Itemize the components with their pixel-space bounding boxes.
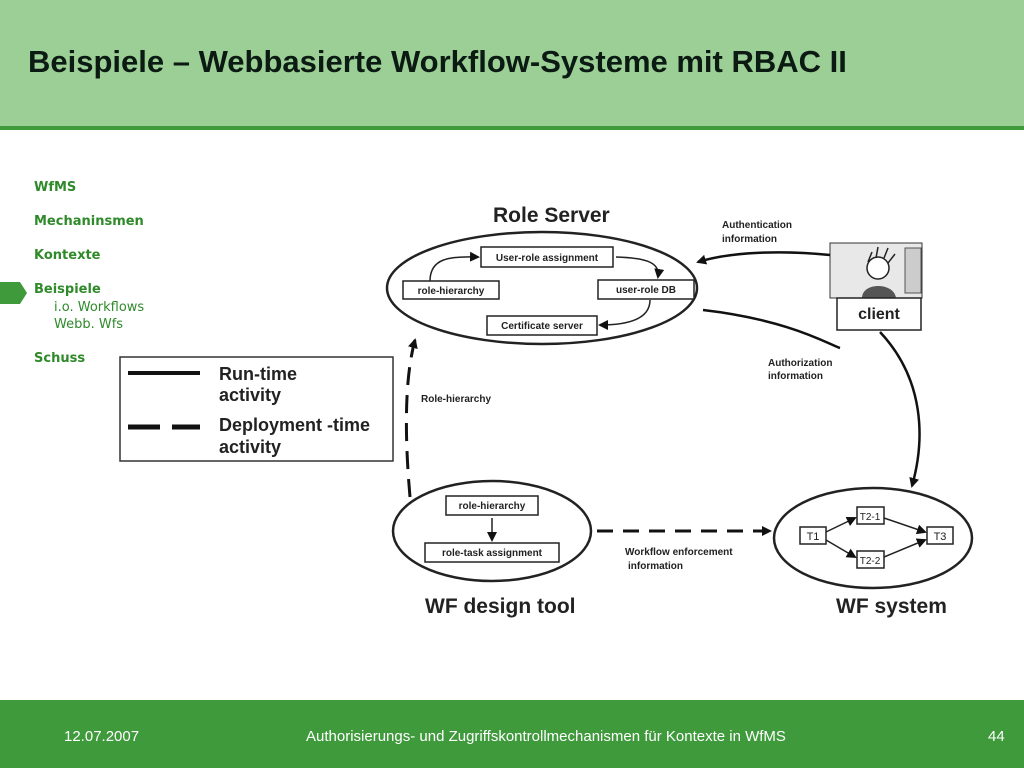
legend-runtime-label-2: activity <box>219 385 281 405</box>
role-hierarchy-box <box>402 280 500 300</box>
authentication-info-label-2: information <box>722 234 777 245</box>
active-section-marker-icon <box>0 282 27 304</box>
nav-item-beispiele[interactable]: Beispiele <box>34 282 101 297</box>
legend-runtime-label-1: Run-time <box>219 364 297 384</box>
arrow-assignment-to-db <box>615 256 665 279</box>
footer-date: 12.07.2007 <box>64 728 140 745</box>
arrow-t2-2-to-t3 <box>883 538 927 558</box>
task-t3-box <box>926 526 954 545</box>
task-t1-box <box>799 526 827 545</box>
authorization-info-label-1: Authorization <box>768 358 832 369</box>
arrow-db-to-certificate <box>598 299 651 330</box>
nav-subitem-webb-wfs[interactable]: Webb. Wfs <box>54 317 124 332</box>
authentication-info-label-1: Authentication <box>722 220 792 231</box>
authorization-info-label-2: information <box>768 371 823 382</box>
legend-deployment-label-2: activity <box>219 437 281 457</box>
user-role-assignment-label: User-role assignment <box>496 253 599 264</box>
wf-system-ellipse <box>772 486 974 590</box>
workflow-enforcement-label-1: Workflow enforcement <box>625 547 733 558</box>
nav-item-kontexte[interactable]: Kontexte <box>34 248 101 263</box>
task-t2-2-box <box>856 550 885 569</box>
role-task-assignment-box <box>424 542 560 563</box>
footer-caption: Authorisierungs- und Zugriffskontrollmec… <box>306 728 786 745</box>
task-t1-label: T1 <box>807 531 820 543</box>
task-t2-1-box <box>856 506 885 525</box>
arrow-hierarchy-to-assignment <box>429 251 480 282</box>
user-role-assignment-box <box>480 246 614 268</box>
wf-design-tool-title: WF design tool <box>425 595 575 618</box>
arrow-role-server-to-authorization <box>702 308 841 350</box>
nav-item-mechanismen[interactable]: Mechaninsmen <box>34 214 144 229</box>
slide-footer: 12.07.2007 Authorisierungs- und Zugriffs… <box>0 700 1024 768</box>
user-role-db-box <box>597 279 695 300</box>
client-label: client <box>858 306 900 323</box>
task-t2-2-label: T2-2 <box>860 556 881 567</box>
arrow-t2-1-to-t3 <box>883 517 927 535</box>
role-server-ellipse <box>385 230 699 346</box>
arrow-t1-to-t2-1 <box>825 516 857 533</box>
slide-title: Beispiele – Webbasierte Workflow-Systeme… <box>28 44 847 79</box>
task-t3-label: T3 <box>934 531 947 543</box>
client-figure <box>829 242 923 331</box>
workflow-enforcement-label-2: information <box>628 561 683 572</box>
nav-item-wfms[interactable]: WfMS <box>34 180 77 195</box>
wf-system-title: WF system <box>836 595 947 618</box>
design-role-hierarchy-label: role-hierarchy <box>459 501 526 512</box>
slide-header: Beispiele – Webbasierte Workflow-Systeme… <box>0 0 1024 130</box>
arrow-client-to-wf-system <box>879 331 921 488</box>
footer-page-number: 44 <box>988 728 1005 745</box>
role-hierarchy-label: role-hierarchy <box>418 286 485 297</box>
arrow-t1-to-t2-2 <box>825 539 857 559</box>
nav-subitem-workflows[interactable]: i.o. Workflows <box>54 300 145 315</box>
arrow-client-to-role-server <box>696 251 831 265</box>
certificate-server-label: Certificate server <box>501 321 583 332</box>
certificate-server-box <box>486 315 598 336</box>
role-server-title: Role Server <box>493 204 610 227</box>
arrow-design-tool-to-role-server <box>404 338 418 498</box>
role-task-assignment-label: role-task assignment <box>442 548 543 559</box>
role-hierarchy-edge-label: Role-hierarchy <box>421 394 491 405</box>
design-role-hierarchy-box <box>445 495 539 516</box>
user-role-db-label: user-role DB <box>616 285 676 296</box>
legend-deployment-label-1: Deployment -time <box>219 415 370 435</box>
task-t2-1-label: T2-1 <box>860 512 881 523</box>
nav-item-schuss[interactable]: Schuss <box>34 351 86 366</box>
